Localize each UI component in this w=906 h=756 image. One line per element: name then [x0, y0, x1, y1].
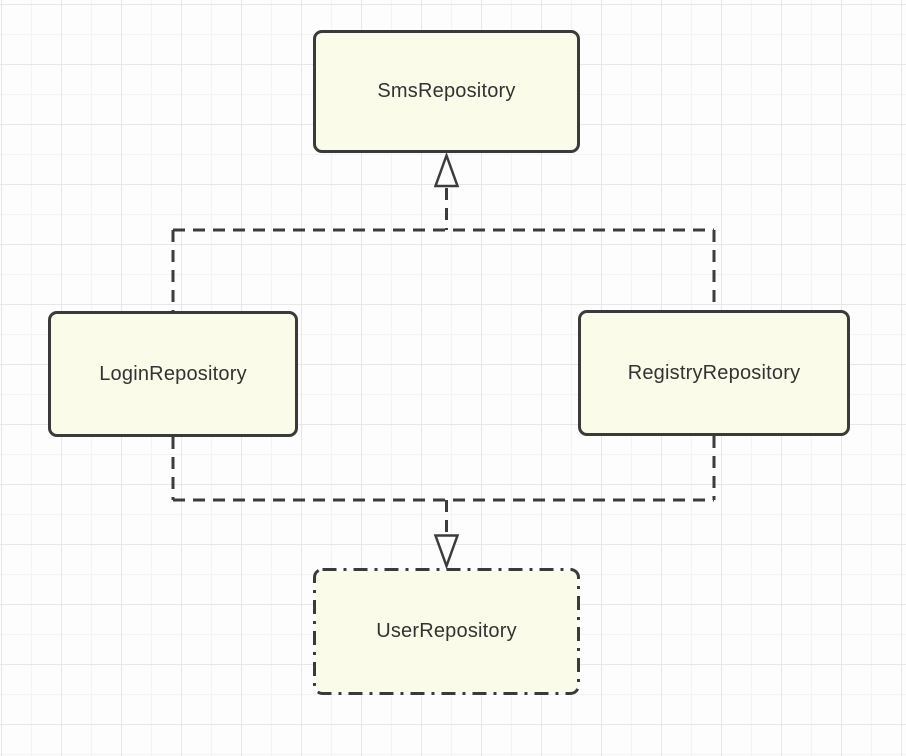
hollow-triangle-up-icon	[433, 151, 460, 188]
edge-to-sms-repository[interactable]	[171, 151, 716, 312]
edge-line	[171, 188, 716, 311]
node-label-sms-repository: SmsRepository	[377, 80, 516, 102]
edge-line	[171, 436, 716, 535]
hollow-triangle-down-icon	[433, 534, 460, 570]
node-label-registry-repository: RegistryRepository	[627, 361, 801, 384]
node-user-repository[interactable]: UserRepository	[316, 571, 577, 692]
node-label-login-repository: LoginRepository	[99, 362, 247, 385]
node-label-user-repository: UserRepository	[376, 620, 517, 642]
edge-to-user-repository[interactable]	[171, 436, 716, 570]
node-sms-repository[interactable]: SmsRepository	[313, 30, 580, 153]
node-login-repository[interactable]: LoginRepository	[48, 311, 298, 437]
node-registry-repository[interactable]: RegistryRepository	[578, 310, 850, 436]
